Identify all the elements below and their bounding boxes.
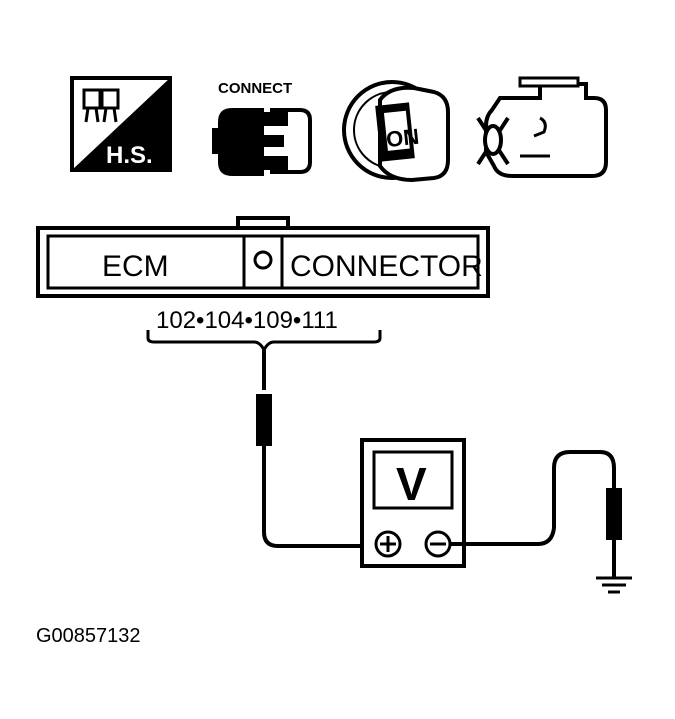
connect-label: CONNECT <box>218 80 292 97</box>
hs-label: H.S. <box>106 142 153 169</box>
negative-lead <box>450 450 622 578</box>
negative-terminal <box>424 530 452 558</box>
scanner-tool-icon <box>82 88 120 123</box>
meter-label: V <box>396 458 427 510</box>
positive-lead <box>256 350 382 548</box>
hs-icon: H.S. <box>70 76 172 172</box>
positive-terminal <box>374 530 402 558</box>
ecm-connector: ECM CONNECTOR <box>36 216 490 298</box>
connect-icon: CONNECT <box>212 80 312 176</box>
ignition-label: ON <box>385 124 420 152</box>
figure-id: G00857132 <box>36 625 141 647</box>
connector-latch <box>253 250 273 270</box>
ignition-key-icon: ON <box>342 80 450 183</box>
ecm-label: ECM <box>102 250 169 283</box>
connector-label: CONNECTOR <box>290 250 483 283</box>
engine-off-x-icon <box>476 116 510 166</box>
voltmeter: V <box>360 438 466 568</box>
engine-icon <box>476 76 608 178</box>
pin-numbers: 102•104•109•111 <box>156 307 338 334</box>
ground-icon <box>596 576 632 594</box>
